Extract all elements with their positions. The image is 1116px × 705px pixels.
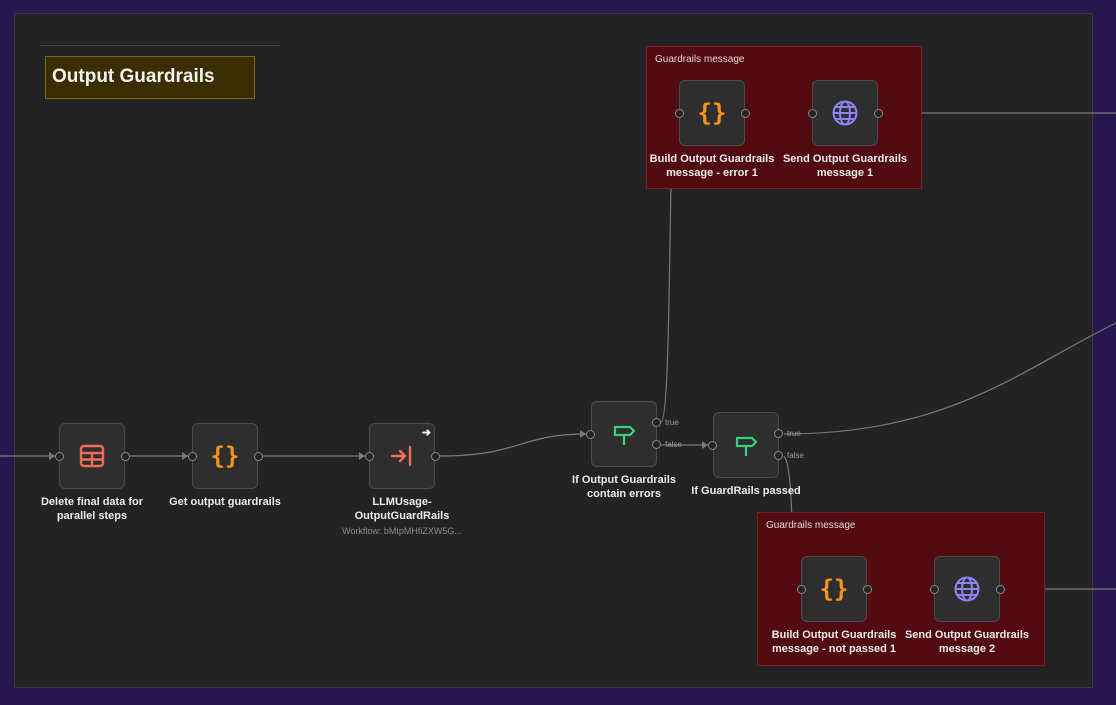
node-delete-final-data[interactable] — [59, 423, 125, 489]
node-label: Get output guardrails — [169, 496, 281, 508]
output-port[interactable] — [431, 452, 440, 461]
output-port-true[interactable] — [652, 418, 661, 427]
output-port[interactable] — [996, 585, 1005, 594]
node-label: Send Output Guardrails message 2 — [904, 629, 1030, 655]
output-port[interactable] — [874, 109, 883, 118]
code-braces-icon: {} — [698, 99, 727, 127]
output-port[interactable] — [741, 109, 750, 118]
branch-label-true: true — [665, 418, 679, 427]
arrow-right-icon: ➜ — [421, 427, 431, 439]
branch-label-false: false — [665, 440, 682, 449]
output-port-true[interactable] — [774, 429, 783, 438]
input-port[interactable] — [675, 109, 684, 118]
svg-text:{}: {} — [211, 442, 240, 470]
signpost-icon — [735, 436, 758, 456]
node-sublabel: Workflow: bMtpMHfiZXW5G... — [342, 526, 462, 536]
code-braces-icon: {} — [820, 575, 849, 603]
output-port[interactable] — [863, 585, 872, 594]
node-label: If Output Guardrails contain errors — [572, 474, 676, 500]
input-port[interactable] — [708, 441, 717, 450]
group-title: Guardrails message — [655, 54, 745, 65]
node-build-not-passed-message[interactable]: {} — [801, 556, 867, 622]
node-label: LLMUsage-OutputGuardRails — [354, 496, 450, 522]
output-port[interactable] — [121, 452, 130, 461]
node-if-guardrails-passed[interactable] — [713, 412, 779, 478]
signpost-icon — [613, 425, 636, 445]
node-send-message-2[interactable] — [934, 556, 1000, 622]
svg-text:{}: {} — [820, 575, 849, 603]
input-port[interactable] — [808, 109, 817, 118]
output-port[interactable] — [254, 452, 263, 461]
node-label: If GuardRails passed — [691, 485, 801, 497]
group-title: Guardrails message — [766, 520, 856, 531]
sticky-note-title: Output Guardrails — [52, 66, 215, 87]
node-get-output-guardrails[interactable]: {} — [192, 423, 258, 489]
globe-icon — [954, 576, 980, 602]
node-label: Delete final data for parallel steps — [40, 496, 144, 522]
input-port[interactable] — [930, 585, 939, 594]
node-build-error-message[interactable]: {} — [679, 80, 745, 146]
node-if-contain-errors[interactable] — [591, 401, 657, 467]
code-braces-icon: {} — [211, 442, 240, 470]
sticky-note[interactable]: Output Guardrails — [45, 56, 255, 99]
node-label: Send Output Guardrails message 1 — [782, 153, 908, 179]
node-llm-usage[interactable]: ➜ — [369, 423, 435, 489]
node-label: Build Output Guardrails message - error … — [649, 153, 775, 179]
node-label: Build Output Guardrails message - not pa… — [771, 629, 897, 655]
globe-icon — [832, 100, 858, 126]
input-port[interactable] — [797, 585, 806, 594]
input-port[interactable] — [586, 430, 595, 439]
branch-label-true: true — [787, 429, 801, 438]
table-icon — [79, 444, 105, 468]
branch-label-false: false — [787, 451, 804, 460]
node-send-message-1[interactable] — [812, 80, 878, 146]
enter-icon — [390, 445, 412, 467]
input-port[interactable] — [365, 452, 374, 461]
output-port-false[interactable] — [774, 451, 783, 460]
sticky-divider — [40, 45, 280, 46]
input-port[interactable] — [55, 452, 64, 461]
input-port[interactable] — [188, 452, 197, 461]
svg-text:{}: {} — [698, 99, 727, 127]
output-port-false[interactable] — [652, 440, 661, 449]
